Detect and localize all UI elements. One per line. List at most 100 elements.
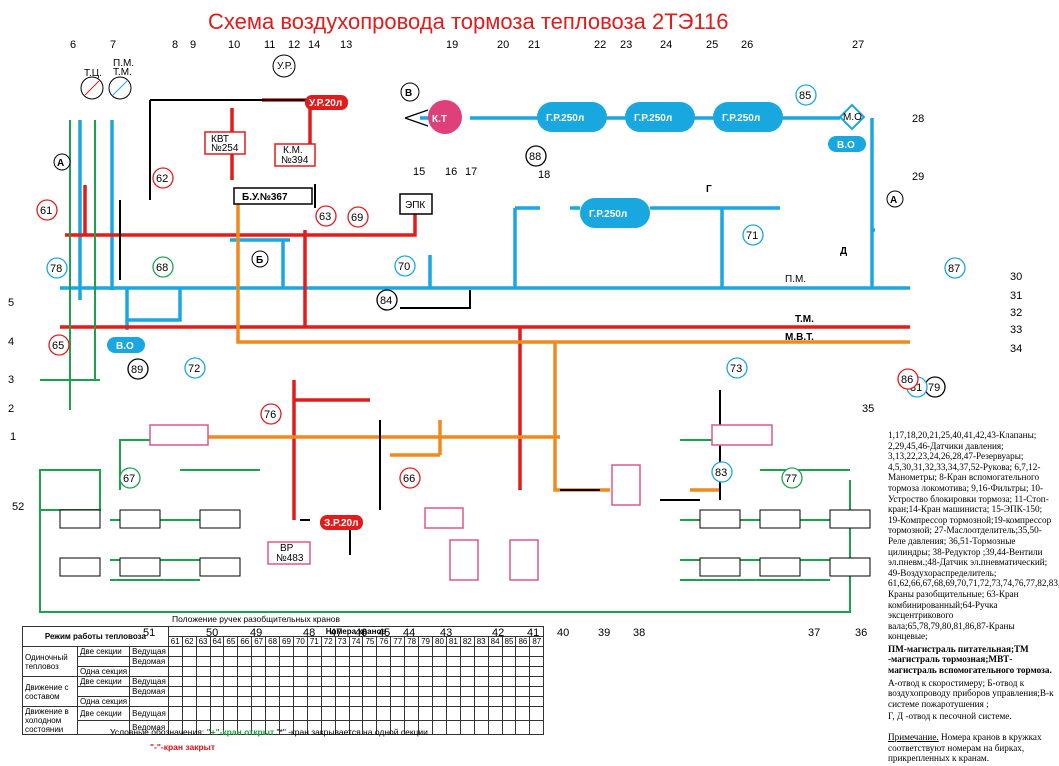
crane-state-cell [279,686,294,697]
crane-state-cell [348,656,364,667]
crane-state-cell [515,666,531,677]
crane-state-cell [473,696,489,707]
svg-text:Т.М.: Т.М. [113,67,132,78]
crane-state-cell [334,656,350,667]
crane-state-cell [265,666,281,677]
crane-state-cell [459,676,475,687]
crane-state-cell [251,696,267,707]
crane-state-cell [473,676,489,687]
crane-col-header: 81 [445,636,461,647]
crane-state-cell [167,686,183,697]
callout-38: 38 [633,627,645,639]
crane-state-cell [181,666,197,677]
crane-state-cell [348,696,364,707]
svg-text:А: А [890,195,897,206]
svg-text:Т.Ц.: Т.Ц. [84,68,102,79]
crane-state-cell [529,676,545,687]
svg-text:№254: №254 [211,143,239,154]
crane-state-cell [334,706,350,721]
crane-state-cell [362,706,378,721]
crane-state-cell [237,646,253,657]
crane-state-cell [445,686,461,697]
crane-state-cell [292,686,308,697]
crane-state-cell [418,666,433,677]
crane-col-header: 78 [404,636,420,647]
callout-18: 18 [538,169,550,181]
callout-2: 2 [8,403,14,415]
svg-text:№394: №394 [281,155,309,166]
table-title: Положение ручек разобщительных кранов [172,614,341,624]
crane-state-cell [418,646,433,657]
callout-6: 6 [70,39,76,51]
valve-83-label: 83 [715,467,727,479]
crane-state-cell [181,646,197,657]
crane-state-cell [515,696,531,707]
svg-text:Г.Р.250л: Г.Р.250л [722,113,760,124]
crane-state-cell [195,666,211,677]
callout-25: 25 [706,39,718,51]
crane-state-cell [251,666,267,677]
crane-state-cell [418,656,433,667]
crane-col-header: 61 [167,636,183,647]
legend-item-4: Г, Д -отвод к песочной системе. [888,711,1012,722]
mvt-main-line [207,190,910,492]
valve-87-label: 87 [948,263,960,275]
crane-state-cell [348,706,364,721]
crane-state-cell [265,656,281,667]
crane-col-header: 74 [348,636,364,647]
crane-state-cell [334,646,350,657]
callout-14: 14 [308,39,320,51]
crane-state-cell [320,686,336,697]
valve-70-label: 70 [398,261,410,273]
crane-state-cell [279,656,294,667]
brake-cylinders [59,509,871,577]
crane-state-cell [390,666,406,677]
crane-state-cell [209,646,225,657]
callout-17: 17 [465,166,477,178]
crane-col-header: 71 [306,636,322,647]
crane-state-cell [515,686,531,697]
main-reservoir-1: Г.Р.250л [537,102,607,132]
crane-state-cell [195,646,211,657]
crane-state-cell [237,696,253,707]
driver-crane: К.М. №394 [274,143,316,167]
crane-state-cell [404,686,420,697]
crane-state-cell [167,696,183,707]
valve-68-label: 68 [156,262,168,274]
table-legend-closed: "-"-кран закрыт [150,742,215,752]
callout-28: 28 [912,113,924,125]
crane-state-cell [292,656,308,667]
valve-83-circle [711,461,733,483]
crane-state-cell [418,706,433,721]
role-cell: Ведомая [129,686,169,697]
callout-11: 11 [264,39,275,51]
crane-state-cell [390,696,406,707]
callout-13: 13 [340,39,352,51]
valve-76-circle [260,403,282,425]
crane-state-cell [265,696,281,707]
crane-state-cell [404,676,420,687]
crane-state-cell [320,646,336,657]
callout-36: 36 [855,627,867,639]
table-row: Одна секция [23,696,545,707]
callout-23: 23 [620,39,632,51]
crane-state-cell [487,706,503,721]
crane-state-cell [404,666,420,677]
crane-state-cell [445,656,461,667]
crane-state-cell [473,666,489,677]
crane-col-header: 63 [195,636,211,647]
crane-state-cell [181,656,197,667]
valve-62-label: 62 [156,173,168,185]
crane-state-cell [432,686,447,697]
valve-78-label: 78 [50,263,62,275]
callout-10: 10 [228,39,240,51]
main-reservoir-4: Г.Р.250л [580,198,650,228]
crane-state-cell [390,676,406,687]
crane-state-cell [376,656,392,667]
crane-state-cell [209,686,225,697]
valve-87-circle [944,257,966,279]
legend: 1,17,18,20,21,25,40,41,42,43-Клапаны; 2,… [888,430,1059,766]
gauge-ur: У.Р. [272,54,296,78]
crane-state-cell [348,646,364,657]
